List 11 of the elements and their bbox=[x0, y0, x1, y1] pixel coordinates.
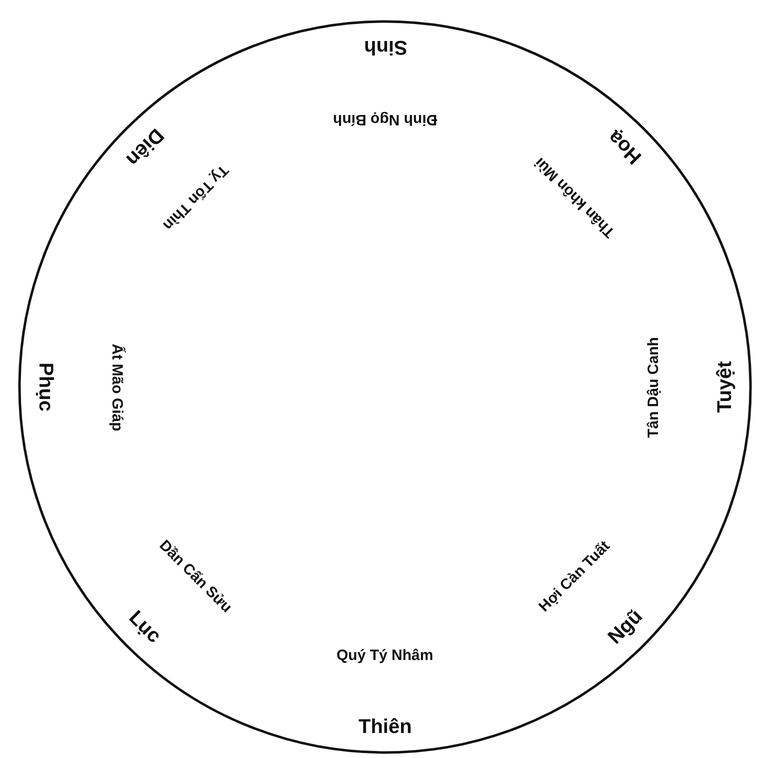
direction-label: Thiên bbox=[358, 717, 412, 737]
stem-branch-label: Quý Tý Nhâm bbox=[336, 648, 434, 662]
stem-branch-label: Đinh Ngọ Bính bbox=[333, 112, 438, 126]
stem-branch-label: Ất Mão Giáp bbox=[109, 343, 124, 431]
stem-branch-label: Tỵ Tốn Thìn bbox=[160, 162, 231, 233]
direction-label: Tuyệt bbox=[714, 361, 735, 413]
direction-label: Sinh bbox=[364, 37, 407, 57]
direction-label: Lục bbox=[124, 608, 164, 648]
stem-branch-label: Hợi Càn Tuất bbox=[536, 538, 613, 615]
stem-branch-label: Tân Dậu Canh bbox=[645, 336, 660, 438]
direction-label: Phục bbox=[34, 362, 55, 412]
